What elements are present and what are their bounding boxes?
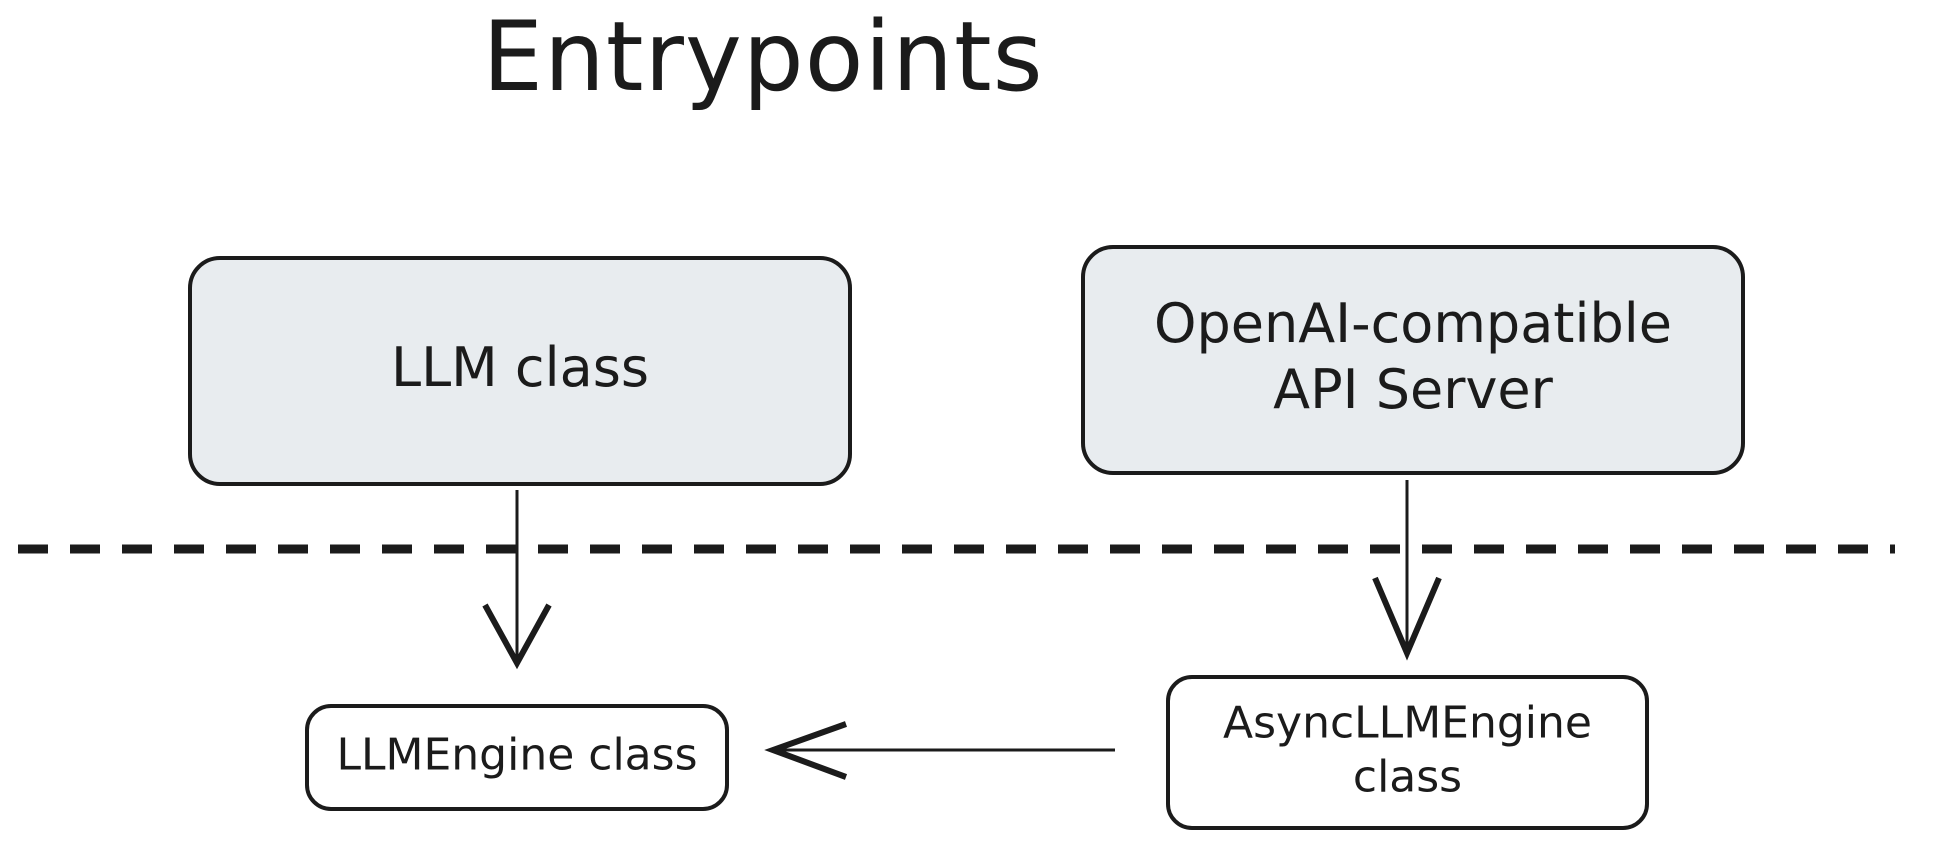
node-llm-class-label: LLM class [391, 336, 649, 399]
node-asyncllmengine-class-shape[interactable] [1166, 675, 1649, 830]
edge-asyncllmengine-to-llmengine-arrowhead [764, 721, 848, 780]
node-llm-class[interactable]: LLM class [188, 256, 852, 486]
node-openai-api-server-shape[interactable] [1081, 245, 1745, 475]
edge-llm-to-llmengine-arrowhead [482, 603, 552, 670]
node-llmengine-class[interactable]: LLMEngine class [305, 704, 729, 811]
page-title: Entrypoints [482, 1, 1043, 113]
node-llm-class-shape[interactable] [188, 256, 852, 486]
node-llmengine-class-label: LLMEngine class [336, 730, 697, 781]
edge-apiserver-to-asyncllmengine-arrowhead [1372, 576, 1442, 661]
edge-asyncllmengine-to-llmengine [764, 721, 1115, 780]
edge-apiserver-to-asyncllmengine [1372, 480, 1442, 661]
node-llmengine-class-shape[interactable] [305, 704, 729, 811]
edge-llm-to-llmengine [482, 490, 552, 670]
